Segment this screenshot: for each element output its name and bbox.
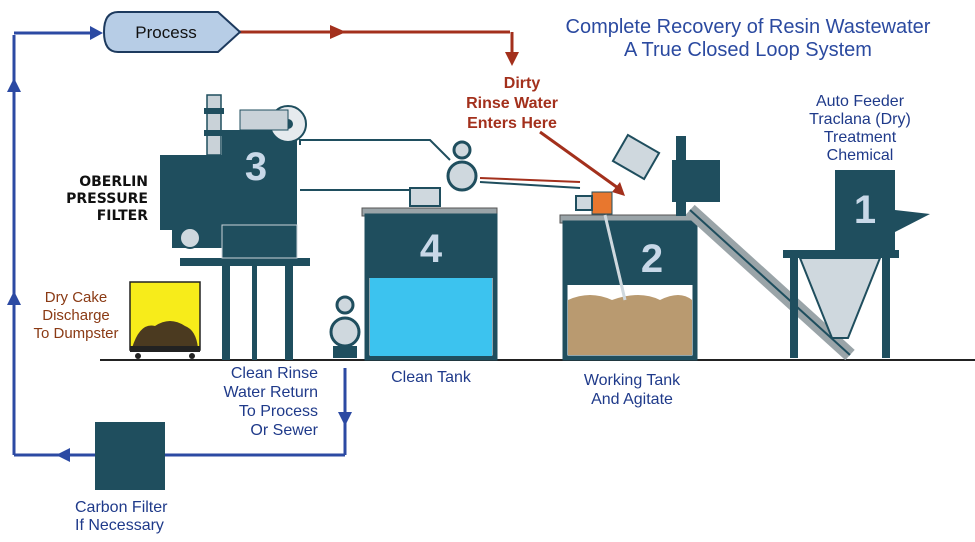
pressure-filter-line-2: PRESSURE	[66, 191, 148, 207]
unit-3-pressure-filter: 3	[160, 94, 310, 360]
dirty-water-line-3: Enters Here	[467, 115, 557, 132]
title-line-2: A True Closed Loop System	[624, 39, 872, 61]
pressure-filter-label: OBERLIN PRESSURE FILTER	[66, 174, 148, 224]
blue-arrowheads	[7, 26, 352, 462]
dry-cake-line-3: To Dumpster	[33, 325, 118, 342]
pump-low	[329, 295, 361, 358]
dumpster	[129, 281, 201, 359]
dry-cake-label: Dry Cake Discharge To Dumpster	[33, 289, 118, 342]
pump-top	[409, 140, 478, 207]
clean-tank-label: Clean Tank	[391, 369, 472, 386]
dry-cake-line-1: Dry Cake	[45, 289, 108, 306]
blue-return-loop	[12, 31, 347, 457]
auto-feeder-label: Auto Feeder Traclana (Dry) Treatment Che…	[809, 93, 911, 164]
process-label: Process	[135, 23, 196, 42]
process-box[interactable]: Process	[102, 11, 242, 53]
unit-2-working-tank: 2	[559, 191, 699, 361]
auto-feeder-line-1: Auto Feeder	[816, 93, 905, 110]
unit-2-number: 2	[641, 237, 663, 281]
pipes	[299, 139, 581, 191]
dirty-water-line-1: Dirty	[504, 75, 541, 92]
working-tank-line-1: Working Tank	[584, 372, 681, 389]
title-line-1: Complete Recovery of Resin Wastewater	[566, 16, 931, 38]
carbon-filter-line-1: Carbon Filter	[75, 499, 168, 516]
dry-cake-line-2: Discharge	[42, 307, 110, 324]
carbon-filter-line-2: If Necessary	[75, 517, 164, 534]
working-tank-label: Working Tank And Agitate	[584, 372, 681, 408]
auto-feeder-line-4: Chemical	[827, 147, 894, 164]
carbon-filter-label: Carbon Filter If Necessary	[75, 499, 168, 534]
auger-conveyor	[611, 133, 855, 361]
unit-4-clean-tank: 4	[361, 207, 498, 361]
auto-feeder-line-2: Traclana (Dry)	[809, 111, 911, 128]
unit-4-number: 4	[420, 227, 443, 271]
red-process-flow	[240, 25, 625, 196]
unit-3-number: 3	[245, 145, 267, 189]
clean-rinse-line-2: Water Return	[223, 384, 318, 401]
working-tank-line-2: And Agitate	[591, 391, 673, 408]
auto-feeder-line-3: Treatment	[824, 129, 897, 146]
carbon-filter	[95, 422, 165, 490]
unit-1-auto-feeder: 1	[783, 170, 930, 358]
dirty-water-label: Dirty Rinse Water Enters Here	[466, 75, 558, 132]
pressure-filter-line-1: OBERLIN	[79, 174, 148, 190]
clean-rinse-line-1: Clean Rinse	[231, 365, 318, 382]
dirty-water-line-2: Rinse Water	[466, 95, 558, 112]
clean-rinse-line-4: Or Sewer	[250, 422, 318, 439]
unit-1-number: 1	[854, 188, 876, 232]
pressure-filter-line-3: FILTER	[97, 208, 148, 224]
clean-rinse-line-3: To Process	[239, 403, 318, 420]
clean-rinse-label: Clean Rinse Water Return To Process Or S…	[223, 365, 318, 439]
